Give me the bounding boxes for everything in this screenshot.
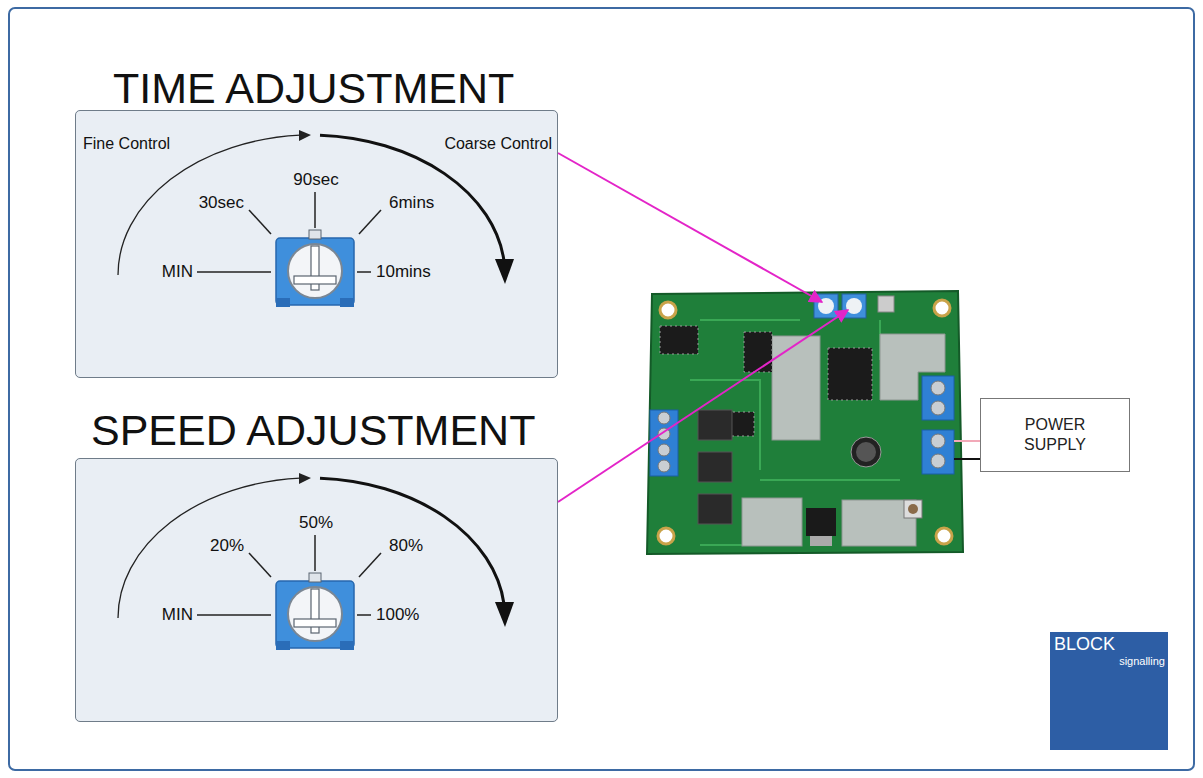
adjustment-panel: TIME ADJUSTMENTFine ControlCoarse Contro… — [75, 110, 558, 378]
pointer-arrow — [558, 153, 822, 302]
time-dial — [276, 230, 354, 307]
controller-board — [936, 528, 952, 544]
controller-board — [880, 334, 945, 400]
scale-label: 6mins — [389, 194, 434, 211]
controller-board — [698, 410, 732, 440]
power-wire — [954, 458, 980, 460]
scale-label: 30sec — [199, 194, 244, 211]
time-dial — [118, 130, 514, 307]
controller-board — [846, 298, 862, 314]
scale-label: 100% — [376, 606, 419, 623]
controller-board — [922, 430, 954, 474]
controller-board — [660, 326, 698, 354]
direction-label: Coarse Control — [444, 136, 552, 152]
logo-word: signalling — [1119, 656, 1165, 667]
direction-label: Fine Control — [83, 136, 170, 152]
controller-board — [698, 494, 732, 524]
outer-frame — [9, 8, 1194, 770]
panel-heading: TIME ADJUSTMENT — [113, 67, 514, 110]
scale-label: 20% — [210, 537, 244, 554]
panel-heading: SPEED ADJUSTMENT — [91, 409, 535, 452]
scale-label: 90sec — [293, 171, 338, 188]
panel-ground — [75, 458, 558, 722]
controller-board — [931, 434, 945, 448]
scale-label: 80% — [389, 537, 423, 554]
speed-dial — [118, 473, 514, 650]
controller-board — [647, 291, 963, 554]
controller-board — [828, 348, 872, 400]
scale-label: 50% — [299, 514, 333, 531]
controller-board — [647, 291, 963, 554]
box-label: POWER SUPPLY — [1013, 415, 1097, 455]
controller-board — [698, 452, 732, 482]
power-wire — [954, 440, 980, 442]
controller-board — [814, 294, 838, 318]
controller-board — [922, 376, 954, 420]
pointer-arrow — [558, 310, 848, 502]
power-wire — [954, 441, 980, 459]
controller-board — [908, 504, 918, 514]
scale-label: 10mins — [376, 263, 431, 280]
controller-board — [842, 294, 866, 318]
adjustment-panel: SPEED ADJUSTMENT20%50%80%MIN100% — [75, 458, 558, 722]
controller-board — [658, 412, 670, 424]
controller-board — [742, 498, 802, 546]
speed-dial — [276, 573, 354, 650]
controller-board — [658, 460, 670, 472]
brand-logo: BLOCK signalling — [1050, 632, 1168, 750]
power-supply-box: POWER SUPPLY — [980, 398, 1130, 472]
controller-board — [810, 536, 832, 546]
controller-board — [904, 500, 922, 518]
controller-board — [658, 528, 674, 544]
controller-board — [806, 508, 836, 536]
pointer-arrow — [558, 153, 848, 502]
controller-board — [658, 444, 670, 456]
controller-board — [934, 300, 950, 316]
controller-board — [772, 336, 820, 440]
controller-board — [878, 296, 894, 312]
controller-board — [744, 332, 772, 372]
controller-board — [856, 442, 876, 462]
logo-word: BLOCK — [1054, 635, 1115, 653]
scale-label: MIN — [162, 263, 193, 280]
scale-label: MIN — [162, 606, 193, 623]
controller-board — [931, 454, 945, 468]
controller-board — [931, 401, 945, 415]
controller-board — [660, 302, 676, 318]
controller-board — [650, 410, 678, 476]
controller-board — [931, 381, 945, 395]
panel-ground — [75, 110, 558, 378]
controller-board — [851, 437, 881, 467]
